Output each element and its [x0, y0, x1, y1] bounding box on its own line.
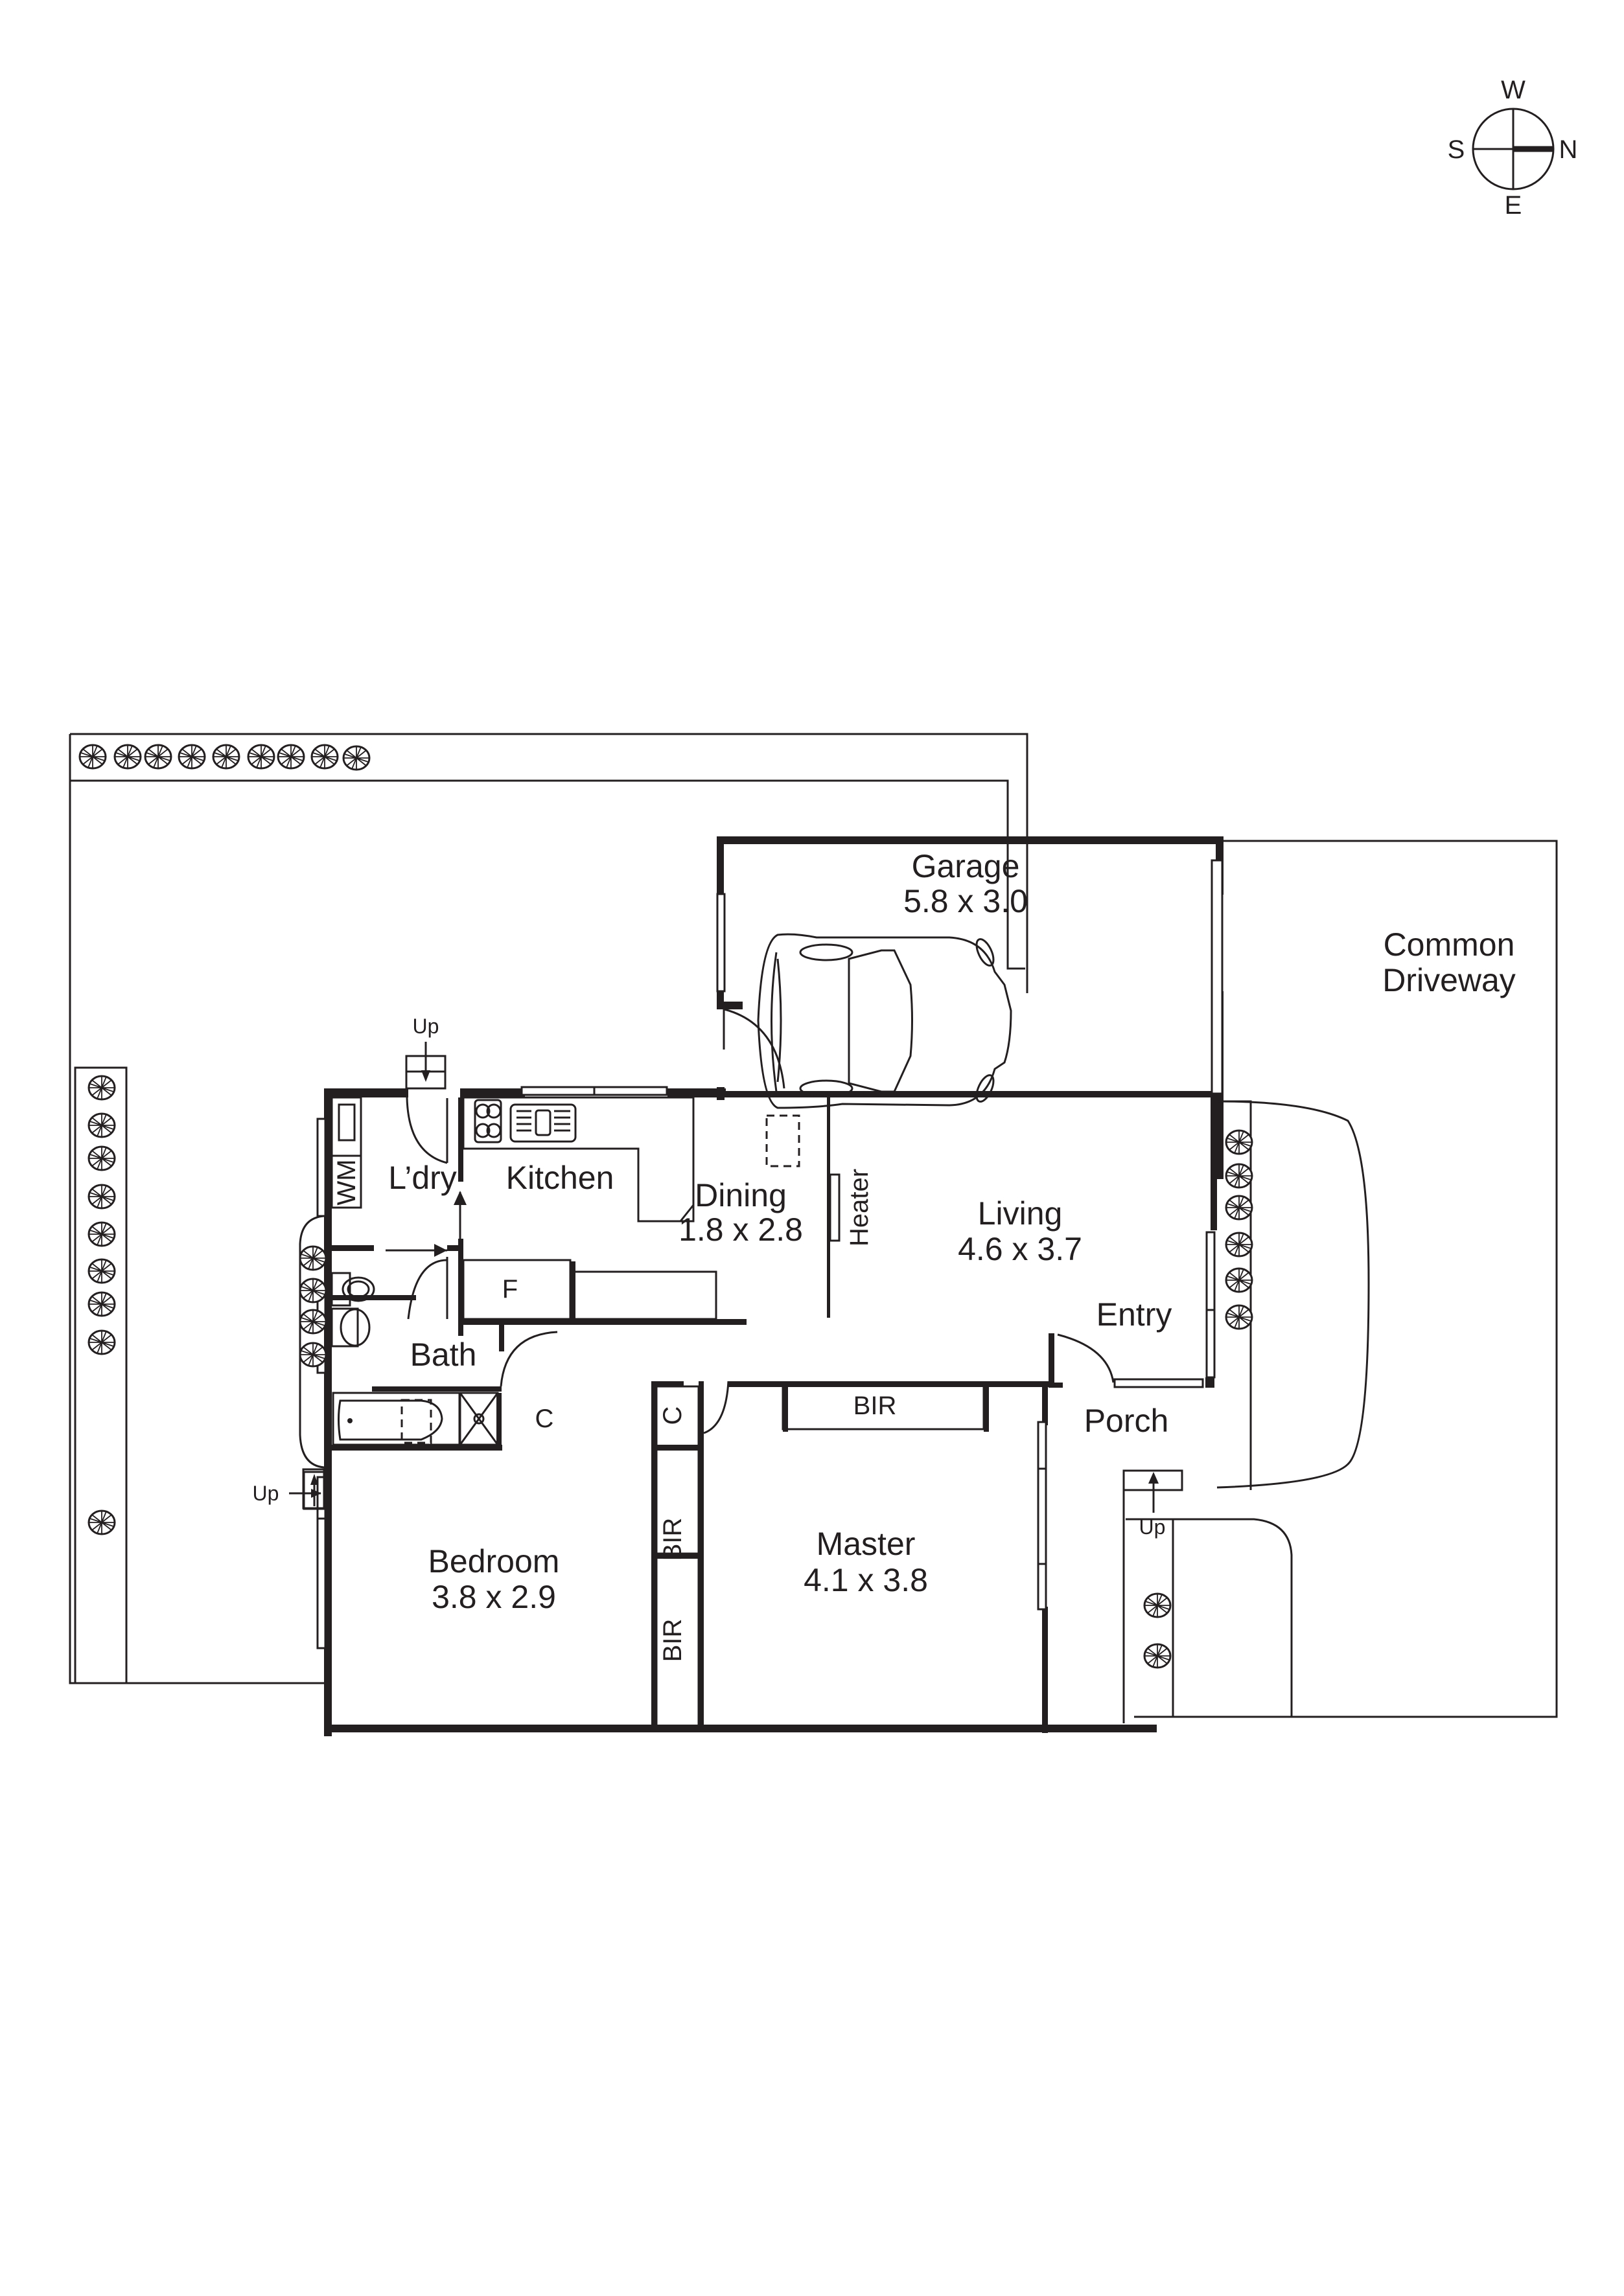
laundry-step	[405, 1042, 447, 1090]
bath-label: Bath	[410, 1337, 477, 1373]
sink-icon	[509, 1103, 577, 1143]
compass: W E S N	[1448, 76, 1578, 220]
bedroom-dims: 3.8 x 2.9	[432, 1579, 556, 1615]
exterior-beds	[299, 1100, 1370, 1723]
bedroom-label: Bedroom	[428, 1543, 560, 1579]
car-icon	[757, 933, 1012, 1109]
kitchen-label: Kitchen	[506, 1160, 614, 1196]
doors	[406, 1008, 1115, 1434]
compass-north-label: N	[1559, 135, 1578, 164]
laundry-step-up-label: Up	[413, 1015, 439, 1038]
washing-machine-label: WM	[332, 1159, 361, 1205]
cooktop-icon	[474, 1099, 502, 1143]
compass-east-label: E	[1505, 191, 1522, 220]
laundry-label: L’dry	[388, 1160, 457, 1196]
living-label: Living	[978, 1195, 1063, 1232]
master-dims: 4.1 x 3.8	[804, 1562, 928, 1598]
fixture-labels: WM F Heater C C BIR BIR BIR	[332, 1159, 896, 1662]
master-label: Master	[817, 1526, 916, 1562]
master-robe-label: BIR	[853, 1392, 897, 1420]
bedroom-robe-2-label: BIR	[658, 1619, 687, 1662]
bedroom-step-up-label: Up	[253, 1482, 279, 1505]
garage-label: Garage	[912, 848, 1020, 884]
site-boundary	[69, 733, 1558, 1718]
shower-icon	[459, 1392, 499, 1446]
dining-dims: 1.8 x 2.8	[679, 1211, 803, 1248]
garage-dims: 5.8 x 3.0	[903, 883, 1028, 919]
toilet-icon	[342, 1276, 375, 1302]
bedroom-step	[289, 1471, 325, 1510]
common-driveway-label-1: Common	[1384, 926, 1515, 963]
garden-shrubs-top	[78, 744, 371, 771]
trough-icon	[338, 1103, 356, 1142]
common-driveway-label-2: Driveway	[1382, 962, 1516, 998]
robes	[655, 1384, 985, 1727]
heater-label: Heater	[845, 1169, 874, 1246]
bedroom-robe-1-label: BIR	[658, 1518, 687, 1561]
heater-unit	[829, 1173, 841, 1242]
windows	[316, 859, 1224, 1649]
porch-step-up-label: Up	[1139, 1515, 1166, 1539]
kitchen-fixtures	[462, 1096, 841, 1320]
bath-cupboard-label: C	[535, 1405, 554, 1433]
stair-labels: Up Up Up	[253, 1015, 1166, 1539]
garden-shrubs-left	[87, 1075, 116, 1355]
bathtub-icon	[338, 1399, 443, 1441]
living-dims: 4.6 x 3.7	[958, 1231, 1082, 1267]
dining-label: Dining	[695, 1177, 787, 1213]
bathroom-fixtures	[331, 1272, 499, 1446]
skylight-icon	[765, 1114, 800, 1167]
porch-label: Porch	[1084, 1403, 1169, 1439]
fridge-label: F	[502, 1275, 518, 1303]
room-labels: Garage 5.8 x 3.0 Common Driveway L’dry K…	[388, 848, 1516, 1615]
hall-cupboard-label: C	[658, 1406, 687, 1425]
laundry-fixtures	[331, 1096, 467, 1257]
entry-label: Entry	[1096, 1296, 1172, 1333]
walls	[324, 836, 1224, 1736]
basin-icon	[340, 1308, 371, 1347]
compass-west-label: W	[1501, 76, 1525, 104]
compass-south-label: S	[1448, 135, 1465, 164]
washing-machine-box	[331, 1154, 362, 1209]
